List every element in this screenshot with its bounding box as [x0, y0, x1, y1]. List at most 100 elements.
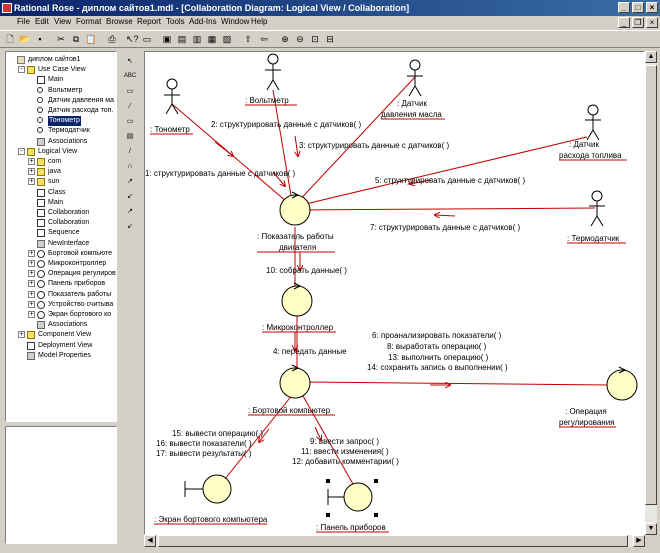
label-datchik-topliva-2[interactable]: расхода топлива: [559, 151, 622, 160]
message-13[interactable]: 13: выполнить операцию( ): [388, 353, 489, 362]
control-mikrokontroller[interactable]: [281, 282, 313, 317]
print-icon[interactable]: ⎙: [108, 34, 116, 44]
link-datchik-topliva-pokazatel[interactable]: [292, 136, 588, 208]
object-tool-icon[interactable]: ▭: [126, 118, 134, 125]
maximize-button[interactable]: □: [632, 2, 644, 13]
expand-plus-icon[interactable]: +: [28, 270, 35, 278]
note-tool-icon[interactable]: ▭: [126, 88, 134, 95]
reverse-data-token-tool-icon[interactable]: ↙: [127, 223, 133, 230]
anchor-note-tool-icon[interactable]: ⁄: [129, 103, 131, 110]
data-token-tool-icon[interactable]: ↗: [127, 208, 133, 215]
message-8[interactable]: 8: выработать операцию( ): [387, 342, 487, 351]
doc-restore-button[interactable]: ❐: [632, 17, 644, 28]
message-10[interactable]: 10: собрать данные( ): [266, 266, 347, 275]
collaboration-diagram-canvas[interactable]: : Тонометр : Вольтметр : Датчик давления…: [144, 51, 645, 535]
expand-plus-icon[interactable]: +: [28, 158, 35, 165]
fit-in-window-icon[interactable]: ⊡: [311, 34, 319, 44]
menu-browse[interactable]: Browse: [106, 17, 133, 26]
label-operaciya-1[interactable]: : Операция: [565, 407, 607, 416]
message-11[interactable]: 11: ввести изменения( ): [301, 447, 389, 456]
context-help-icon[interactable]: ↖?: [126, 34, 139, 44]
cut-icon[interactable]: ✂: [57, 34, 65, 44]
selection-tool-icon[interactable]: ↖: [127, 58, 133, 65]
message-7[interactable]: 7: структурировать данные с датчиков( ): [370, 223, 520, 232]
expand-plus-icon[interactable]: +: [28, 260, 35, 267]
menu-file[interactable]: File: [17, 17, 30, 26]
label-bortovoi[interactable]: : Бортовой компьютер: [248, 406, 331, 415]
save-icon[interactable]: ▪: [38, 34, 42, 44]
message-2[interactable]: 2: структурировать данные с датчиков( ): [211, 120, 361, 129]
actor-tonometr[interactable]: [164, 78, 180, 115]
link-to-self-tool-icon[interactable]: ∩: [127, 163, 133, 170]
collapse-minus-icon[interactable]: -: [18, 66, 25, 74]
back-arrow-icon[interactable]: ⇦: [260, 34, 268, 44]
vertical-scroll-thumb[interactable]: [645, 65, 657, 505]
control-operaciya[interactable]: [606, 366, 638, 401]
scroll-left-arrow-icon[interactable]: ◀: [144, 535, 156, 547]
paste-icon[interactable]: 📋: [85, 34, 97, 44]
menu-report[interactable]: Report: [137, 17, 162, 26]
undo-fit-icon[interactable]: ⊟: [326, 34, 334, 44]
link-datchik-masla-pokazatel[interactable]: [292, 76, 416, 208]
link-voltmetr-pokazatel[interactable]: [272, 89, 294, 208]
link-message-tool-icon[interactable]: ↗: [127, 178, 133, 185]
message-1[interactable]: 1: структурировать данные с датчиков( ): [145, 169, 295, 178]
actor-datchik-topliva[interactable]: [585, 104, 601, 141]
expand-plus-icon[interactable]: +: [28, 280, 35, 288]
label-tonometr[interactable]: : Тонометр: [150, 125, 190, 134]
reverse-link-message-tool-icon[interactable]: ↙: [127, 193, 133, 200]
horizontal-scrollbar[interactable]: ◀ ▶: [144, 535, 645, 547]
message-6[interactable]: 6: проанализировать показатели( ): [372, 331, 502, 340]
label-mikrokontroller[interactable]: : Микроконтроллер: [262, 323, 334, 332]
message-5[interactable]: 5: структурировать данные с датчиков( ): [375, 176, 525, 185]
browse-interaction-diagram-icon[interactable]: ▤: [177, 34, 187, 44]
view-documentation-icon[interactable]: ▭: [142, 34, 152, 44]
message-15[interactable]: 15: вывести операцию( ): [172, 429, 263, 438]
label-operaciya-2[interactable]: регулирования: [559, 418, 615, 427]
menu-view[interactable]: View: [54, 17, 72, 26]
label-datchik-topliva-1[interactable]: : Датчик: [569, 140, 599, 149]
label-voltmetr[interactable]: : Вольтметр: [245, 96, 289, 105]
message-4[interactable]: 4: передать данные: [273, 347, 347, 356]
menu-format[interactable]: Format: [76, 17, 102, 26]
doc-minimize-button[interactable]: _: [618, 17, 630, 28]
expand-plus-icon[interactable]: +: [28, 249, 35, 257]
scroll-up-arrow-icon[interactable]: ▲: [645, 51, 657, 63]
zoom-in-icon[interactable]: ⊕: [281, 34, 289, 44]
message-3[interactable]: 3: структурировать данные с датчиков( ): [299, 141, 449, 150]
expand-plus-icon[interactable]: +: [18, 331, 25, 339]
message-14[interactable]: 14: сохранить запись о выполнении( ): [367, 363, 508, 372]
label-pokazatel-1[interactable]: : Показатель работы: [257, 232, 334, 241]
horizontal-scroll-thumb[interactable]: [158, 535, 628, 547]
browse-component-diagram-icon[interactable]: ▥: [192, 34, 202, 44]
new-file-icon[interactable]: 🗋: [6, 34, 14, 44]
zoom-out-icon[interactable]: ⊖: [296, 34, 304, 44]
menu-tools[interactable]: Tools: [166, 17, 185, 26]
message-9[interactable]: 9: ввести запрос( ): [310, 437, 379, 446]
scroll-right-arrow-icon[interactable]: ▶: [633, 535, 645, 547]
browse-class-diagram-icon[interactable]: ▣: [162, 34, 172, 44]
message-17[interactable]: 17: вывести результаты( ): [156, 449, 252, 458]
text-tool-icon[interactable]: ABC: [123, 73, 137, 79]
browse-parent-icon[interactable]: ▧: [222, 34, 232, 44]
label-datchik-masla-1[interactable]: : Датчик: [397, 99, 427, 108]
link-bortovoi-panel[interactable]: [302, 395, 354, 485]
expand-plus-icon[interactable]: +: [28, 311, 35, 318]
expand-plus-icon[interactable]: +: [28, 168, 35, 176]
scroll-down-arrow-icon[interactable]: ▼: [645, 523, 657, 535]
link-termodatchik-pokazatel[interactable]: [292, 207, 596, 211]
actor-voltmetr[interactable]: [265, 53, 281, 91]
boundary-ekran[interactable]: [184, 474, 232, 504]
expand-plus-icon[interactable]: +: [28, 290, 35, 298]
menu-help[interactable]: Help: [251, 17, 268, 26]
control-pokazatel[interactable]: [279, 191, 311, 226]
vertical-scrollbar[interactable]: ▲ ▼: [645, 51, 657, 535]
message-12[interactable]: 12: добавить комментарии( ): [292, 457, 399, 466]
actor-datchik-masla[interactable]: [407, 59, 423, 97]
browse-deployment-diagram-icon[interactable]: ▦: [207, 34, 217, 44]
link-bortovoi-operaciya[interactable]: [306, 381, 610, 386]
object-link-tool-icon[interactable]: /: [129, 148, 131, 155]
label-termodatchik[interactable]: : Термодатчик: [567, 234, 620, 243]
documentation-panel[interactable]: [5, 426, 117, 544]
